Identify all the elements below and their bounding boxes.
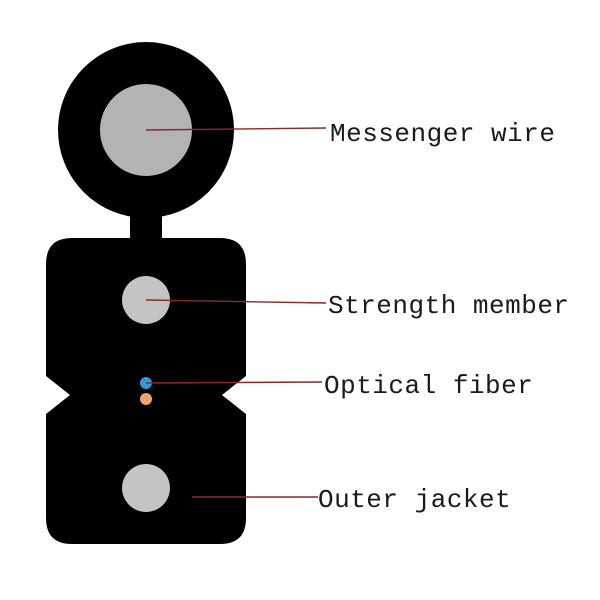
optical-fiber-label: Optical fiber (324, 371, 533, 401)
optical-fiber-leader (145, 381, 323, 384)
messenger-wire-leader (145, 127, 327, 131)
optical-fiber-orange (140, 393, 152, 405)
strength-member-lower (122, 464, 170, 512)
outer-jacket-label: Outer jacket (318, 485, 511, 515)
strength-member-leader (145, 299, 327, 304)
messenger-wire-label: Messenger wire (330, 119, 555, 149)
strength-member-label: Strength member (328, 291, 570, 321)
outer-jacket-body (46, 238, 246, 544)
